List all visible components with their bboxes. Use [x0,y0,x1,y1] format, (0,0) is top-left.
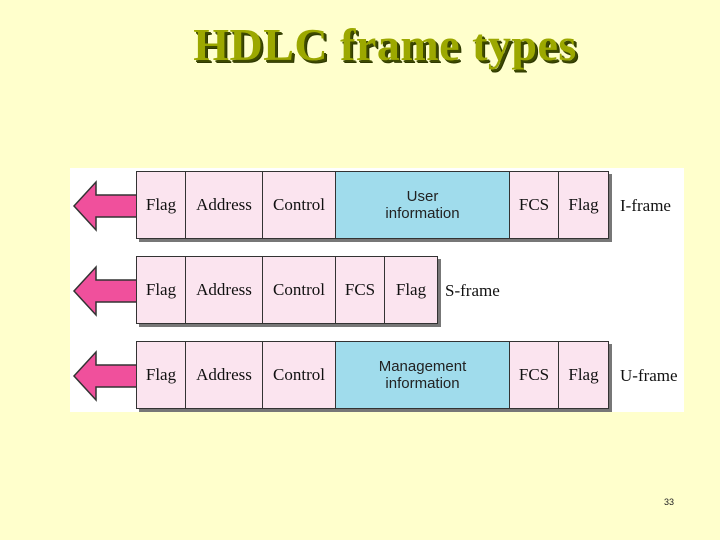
left-arrow-icon [72,265,138,317]
left-arrow-icon [72,180,138,232]
management-information-field: Management information [336,342,510,408]
control-field: Control [263,257,336,323]
page-number: 33 [664,497,675,507]
fcs-field: FCS [336,257,385,323]
flag-field: Flag [137,172,186,238]
fcs-field: FCS [510,342,559,408]
address-field: Address [186,257,263,323]
i-frame-label: I-frame [620,196,671,215]
fcs-field: FCS [510,172,559,238]
flag-field: Flag [559,342,608,408]
flag-field: Flag [385,257,437,323]
left-arrow-icon [72,350,138,402]
s-frame-diagram: Flag Address Control FCS Flag [136,256,438,324]
i-frame-diagram: Flag Address Control User information FC… [136,171,609,239]
slide-title: HDLC frame types [193,19,577,70]
address-field: Address [186,172,263,238]
u-frame-label: U-frame [620,366,678,385]
u-frame-diagram: Flag Address Control Management informat… [136,341,609,409]
control-field: Control [263,172,336,238]
s-frame-label: S-frame [445,281,500,300]
flag-field: Flag [559,172,608,238]
flag-field: Flag [137,342,186,408]
flag-field: Flag [137,257,186,323]
diagram-panel: Flag Address Control User information FC… [70,168,684,412]
user-information-field: User information [336,172,510,238]
control-field: Control [263,342,336,408]
address-field: Address [186,342,263,408]
